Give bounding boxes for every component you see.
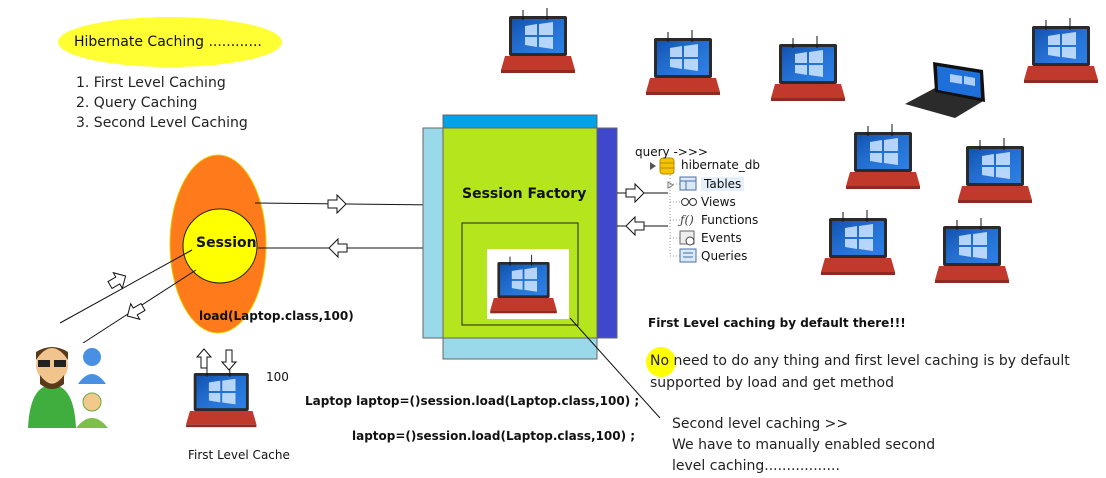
- factory-left-strip: [422, 127, 444, 339]
- caching-type-item: 2. Query Caching: [76, 95, 198, 111]
- load-call-label: load(Laptop.class,100): [199, 309, 354, 323]
- svg-text:ƒ(): ƒ(): [677, 213, 694, 227]
- code-line2: laptop=()session.load(Laptop.class,100) …: [352, 429, 636, 443]
- db-expand-icon: [650, 162, 656, 170]
- factory-to-session-arrow-icon: [328, 238, 348, 258]
- caching-types-list: 1. First Level Caching 2. Query Caching …: [76, 73, 248, 133]
- factory-cache-frame: [461, 222, 579, 326]
- second-level-line3: level caching.................: [672, 458, 840, 474]
- request-arrow-icon: [105, 267, 131, 294]
- session-to-factory-line: [254, 202, 441, 206]
- second-level-pointer-line: [569, 317, 661, 419]
- factory-laptop-icon: [489, 254, 558, 314]
- second-level-line2: We have to manually enabled second: [672, 437, 936, 453]
- cache-down-arrow-icon: [220, 349, 238, 371]
- second-level-line1: Second level caching >>: [672, 416, 849, 432]
- factory-top-strip: [442, 114, 598, 130]
- id-label: 100: [266, 370, 289, 384]
- session-circle: [182, 208, 258, 284]
- database-icon: [659, 157, 675, 175]
- tablet-laptop-icon: [905, 62, 985, 118]
- laptop-icon-6: [957, 137, 1033, 204]
- tree-item-tables: Tables: [701, 177, 745, 191]
- caching-type-item: 3. Second Level Caching: [76, 115, 248, 131]
- users-icon: [20, 343, 110, 429]
- views-icon: [681, 198, 697, 206]
- db-to-factory-arrow-icon: [625, 216, 645, 236]
- session-to-factory-arrow-icon: [327, 194, 347, 214]
- events-icon: [679, 230, 695, 246]
- first-level-cache-laptop-icon: [185, 364, 257, 428]
- caching-type-item: 1. First Level Caching: [76, 75, 226, 91]
- laptop-icon-3: [770, 35, 846, 102]
- tree-item-queries: Queries: [701, 249, 748, 263]
- code-line1: Laptop laptop=()session.load(Laptop.clas…: [305, 394, 640, 408]
- session-factory-label: Session Factory: [462, 186, 587, 202]
- laptop-icon-8: [934, 217, 1010, 284]
- factory-right-strip: [596, 127, 618, 339]
- laptop-icon-5: [845, 123, 921, 190]
- tree-item-views: Views: [701, 195, 736, 209]
- cache-up-arrow-icon: [195, 348, 213, 369]
- laptop-icon-2: [645, 29, 721, 96]
- tree-item-functions: Functions: [701, 213, 759, 227]
- tree-item-events: Events: [701, 231, 742, 245]
- query-label: query ->>>: [635, 145, 708, 159]
- highlight-dot: [646, 347, 676, 377]
- first-level-cache-label: First Level Cache: [188, 448, 290, 462]
- title-ellipse: [58, 17, 282, 67]
- laptop-icon-4: [1023, 17, 1099, 84]
- page-title: Hibernate Caching ............: [74, 34, 262, 50]
- request-line: [59, 249, 193, 324]
- first-level-note: First Level caching by default there!!!: [648, 316, 906, 330]
- db-name: hibernate_db: [681, 158, 760, 172]
- functions-icon: ƒ(): [677, 213, 694, 227]
- default-note-line1: No need to do any thing and first level …: [650, 353, 1070, 369]
- tables-expand-icon: [667, 181, 674, 189]
- laptop-icon-7: [820, 209, 896, 276]
- queries-icon: [679, 248, 697, 263]
- factory-to-db-arrow-icon: [625, 183, 645, 203]
- response-arrow-icon: [122, 298, 148, 325]
- default-note-line2: supported by load and get method: [650, 375, 894, 391]
- session-label: Session: [196, 235, 257, 251]
- laptop-icon-1: [500, 7, 576, 74]
- tables-icon: [679, 176, 697, 191]
- tree-line: [669, 172, 680, 257]
